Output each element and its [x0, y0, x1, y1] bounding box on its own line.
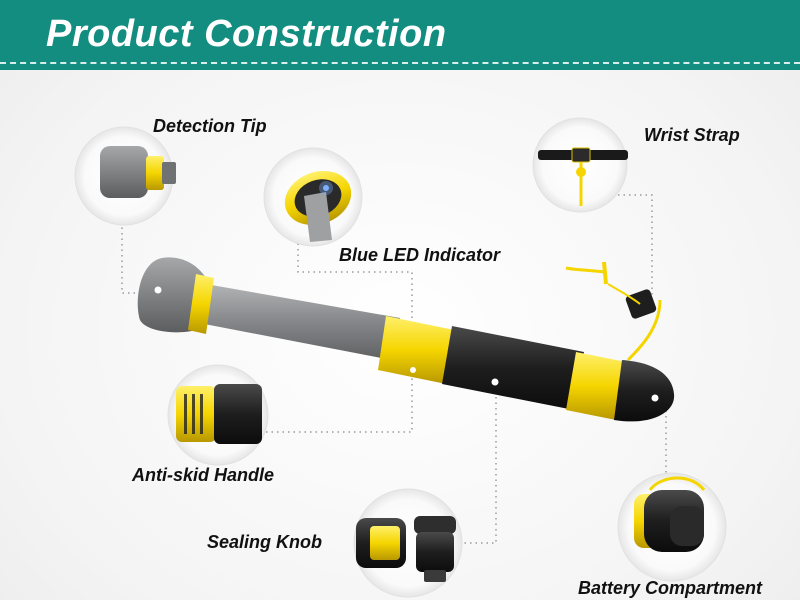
- leader-anti-skid: [266, 368, 413, 433]
- leader-wrist-strap: [618, 194, 653, 300]
- sealing-knob-icon: [356, 516, 456, 582]
- wrist-strap-icon: [538, 147, 628, 206]
- label-detection-tip: Detection Tip: [153, 116, 267, 136]
- battery-compartment-icon: [634, 476, 706, 552]
- header-bar: Product Construction: [0, 0, 800, 70]
- pinpointer-icon: [137, 257, 675, 422]
- label-blue-led: Blue LED Indicator: [339, 245, 501, 265]
- anti-skid-handle-icon: [176, 384, 262, 444]
- blue-led-icon: [284, 170, 352, 242]
- label-battery: Battery Compartment: [578, 578, 763, 598]
- label-anti-skid: Anti-skid Handle: [132, 465, 275, 485]
- leader-blue-led: [297, 238, 413, 364]
- detection-tip-icon: [100, 146, 176, 198]
- page-title: Product Construction: [46, 13, 447, 55]
- header-divider: [0, 62, 800, 64]
- leader-sealing-knob: [448, 383, 497, 544]
- label-sealing-knob: Sealing Knob: [207, 532, 323, 552]
- label-wrist-strap: Wrist Strap: [644, 125, 740, 145]
